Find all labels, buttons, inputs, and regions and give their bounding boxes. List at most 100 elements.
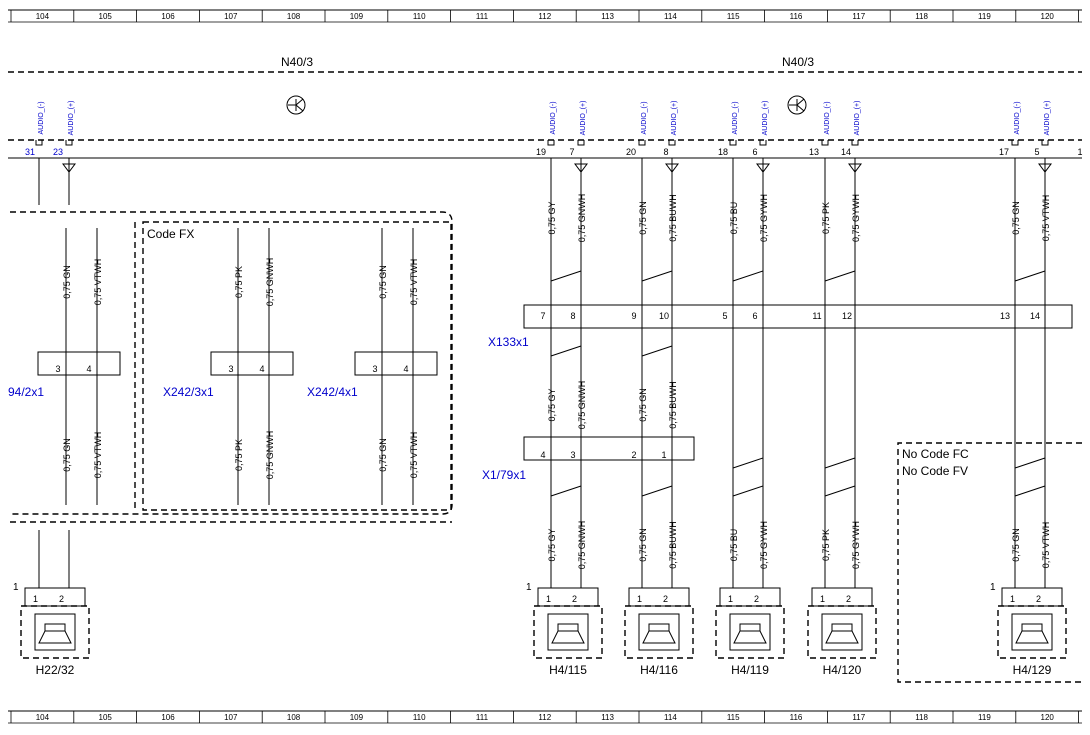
- audio-pin-label: AUDIO_(-): [824, 101, 831, 134]
- wire-label: 0,75 GN: [638, 201, 648, 235]
- wire-label: 0,75 PK: [234, 266, 244, 298]
- pin-socket-icon: [729, 140, 737, 146]
- ruler-top-number: 120: [1041, 12, 1055, 21]
- wire-label: 0,75 PK: [821, 202, 831, 234]
- audio-pin-label: AUDIO_(+): [68, 101, 75, 136]
- ruler-bottom-number: 114: [664, 713, 677, 722]
- wire-label: 0,75 GY: [547, 388, 557, 421]
- audio-pin-label: AUDIO_(-): [1014, 101, 1021, 134]
- loudspeaker-icon: [38, 623, 72, 644]
- ruler-bottom-number: 120: [1041, 713, 1055, 722]
- module-pin-number: 19: [536, 147, 546, 157]
- ruler-bottom-number: 106: [161, 713, 175, 722]
- twisted-pair-mark: [641, 345, 673, 357]
- twisted-pair-mark: [550, 485, 582, 497]
- pin-socket-icon: [1041, 140, 1049, 146]
- wire-label: 0,75 VTWH: [1041, 522, 1051, 569]
- connector-pin-number: 13: [1000, 311, 1010, 321]
- ruler-top-number: 118: [915, 12, 928, 21]
- wire-label: 0,75 GN: [1011, 201, 1021, 235]
- ruler-top-number: 105: [99, 12, 113, 21]
- audio-pin-label: AUDIO_(-): [641, 101, 648, 134]
- connector-pin-number: 9: [631, 311, 636, 321]
- connector-pin-number: 4: [540, 450, 545, 460]
- speaker-label: H4/129: [1013, 663, 1052, 677]
- ruler-top-number: 107: [224, 12, 238, 21]
- wire-label: 0,75 GY: [547, 201, 557, 234]
- module-pin-number: 20: [626, 147, 636, 157]
- ruler-top-number: 110: [413, 12, 426, 21]
- connector-pin-number: 11: [812, 311, 821, 321]
- connector-pin-number: 3: [570, 450, 575, 460]
- wire-group: 0,75 GY 0,75 GY 0,75 GNWH 0,75 GNWH 0,75 GN 0…: [38, 158, 1052, 588]
- wire-label: 0,75 GYWH: [759, 194, 769, 242]
- module-pin-number: 8: [663, 147, 668, 157]
- module-pin-number: 5: [1034, 147, 1039, 157]
- code-fx-label: Code FX: [147, 227, 194, 241]
- wire-label: 0,75 VTWH: [93, 432, 103, 479]
- ruler-bottom-number: 118: [915, 713, 928, 722]
- module-pin-number: 18: [718, 147, 728, 157]
- connector-x242-3x1-label[interactable]: X242/3x1: [163, 385, 214, 399]
- speaker-pin-number: 2: [1036, 594, 1041, 604]
- twisted-pair-mark: [732, 457, 764, 469]
- connector-x179x1-body: [523, 436, 695, 461]
- audio-pin-label: AUDIO_(+): [671, 101, 678, 136]
- connector-pin-number: 5: [722, 311, 727, 321]
- pin-socket-icon: [759, 140, 767, 146]
- connector-94-2x1-label[interactable]: 94/2x1: [8, 385, 44, 399]
- speaker-h4-115[interactable]: 1 2 1H4/115: [526, 582, 603, 677]
- speaker-label: H4/116: [640, 663, 678, 677]
- connector-pin-number: 14: [1030, 311, 1040, 321]
- connector-x242-4x1-label[interactable]: X242/4x1: [307, 385, 358, 399]
- ruler-bottom-number: 119: [978, 713, 991, 722]
- module-pin-number: 23: [53, 147, 63, 157]
- speaker-pin-number: 1: [1010, 594, 1015, 604]
- wire-label: 0,75 PK: [821, 529, 831, 561]
- module-pin-number: 6: [752, 147, 757, 157]
- speaker-label: H4/115: [549, 663, 587, 677]
- connector-pin-number: 4: [86, 364, 91, 374]
- speaker-pin-number: 2: [59, 594, 64, 604]
- pin-socket-icon: [65, 140, 73, 146]
- twisted-pair-mark: [732, 485, 764, 497]
- module-pin-number: 31: [25, 147, 35, 157]
- connector-pin-number: 7: [540, 311, 545, 321]
- wire-label: 0,75 GN: [378, 438, 388, 472]
- loudspeaker-icon: [551, 623, 585, 644]
- speaker-reference: 1: [526, 582, 532, 593]
- ruler-bottom-number: 117: [852, 713, 865, 722]
- connector-x179x1-label[interactable]: X1/79x1: [482, 468, 526, 482]
- wire-label: 0,75 GNWH: [265, 431, 275, 480]
- audio-pin-label: AUDIO_(+): [1044, 101, 1051, 136]
- speaker-label: H22/32: [36, 663, 75, 677]
- loudspeaker-icon: [825, 623, 859, 644]
- wire-label: 0,75 GNWH: [577, 194, 587, 243]
- ruler-top-number: 117: [852, 12, 865, 21]
- speaker-pin-number: 2: [846, 594, 851, 604]
- amplifier-symbol-icon: [286, 95, 306, 115]
- speaker-pin-number: 1: [637, 594, 642, 604]
- twisted-pair-mark: [824, 485, 856, 497]
- wire-label: 0,75 GN: [638, 528, 648, 562]
- pin-socket-icon: [668, 140, 676, 146]
- connector-x133x1-label[interactable]: X133x1: [488, 335, 529, 349]
- connector-pin-number: 3: [55, 364, 60, 374]
- left-region-box: [10, 211, 453, 515]
- ruler-top-number: 109: [350, 12, 364, 21]
- connector-pin-number: 3: [372, 364, 377, 374]
- ruler-bottom-number: 105: [99, 713, 113, 722]
- module-label-n40-3-right: N40/3: [782, 55, 814, 69]
- speaker-pin-number: 2: [572, 594, 577, 604]
- audio-pin-label: AUDIO_(+): [854, 101, 861, 136]
- ruler-bottom-number: 108: [287, 713, 301, 722]
- speaker-pin-number: 1: [546, 594, 551, 604]
- twisted-pair-mark: [641, 485, 673, 497]
